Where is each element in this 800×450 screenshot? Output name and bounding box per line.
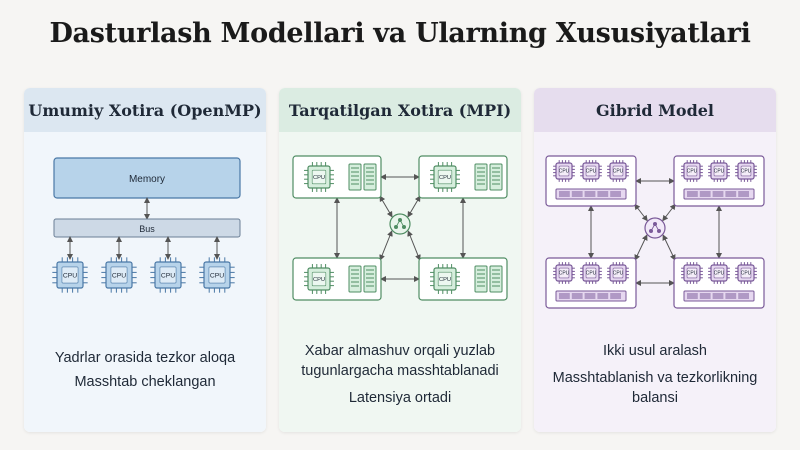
cpu-label: CPU [63,273,77,280]
cpu-icon: CPU [430,162,460,192]
page-title: Dasturlash Modellari va Ularning Xususiy… [49,18,751,49]
connection-arrow [407,195,421,218]
panel-heading-shared-memory: Umumiy Xotira (OpenMP) [24,88,266,132]
cpu-icon: CPU [607,160,629,182]
cpu-4-icon: CPU [199,257,235,293]
panel-body-distributed-memory: CPU CPU CPU CPU Xabar almashuv orqali yuzla… [279,132,521,432]
hybrid-node-2: CPU CPU CPU [673,155,765,207]
shared-memory-line-2: Masshtab cheklangan [74,374,216,390]
memory-module-icon [474,265,488,293]
cpu-label: CPU [613,271,624,277]
network-switch-icon [389,213,411,235]
panel-body-hybrid: CPU CPU CPU CPU CPU CPU CPU CPU CPU CPU CPU CPU Ikk… [534,132,776,432]
connection-arrow [662,203,676,222]
cpu-label: CPU [714,271,725,277]
compute-node-4: CPU [418,257,508,301]
cpu-1-icon: CPU [52,257,88,293]
cpu-label: CPU [313,175,325,181]
cpu-label: CPU [741,271,752,277]
shared-memory-diagram: Memory Bus CPU CPU CPU CPU [52,157,241,293]
hybrid-line-1: Ikki usul aralash [603,343,707,359]
cpu-label: CPU [586,271,597,277]
distributed-links [334,174,466,282]
cpu-icon: CPU [304,264,334,294]
distributed-line-2: Latensiya ortadi [348,390,452,406]
memory-module-icon [683,188,755,200]
memory-module-icon [489,163,503,191]
distributed-memory-diagram: CPU CPU CPU CPU [292,155,508,301]
hybrid-line-2: Masshtablanish va tezkorlikning balansi [552,370,758,406]
cpu-label: CPU [559,169,570,175]
connection-arrow [407,230,421,261]
memory-module-icon [555,188,627,200]
connection-arrow [379,230,393,261]
memory-module-icon [489,265,503,293]
cpu-icon: CPU [553,160,575,182]
memory-module-icon [348,265,362,293]
cpu-label: CPU [687,169,698,175]
cpu-label: CPU [439,175,451,181]
bus-label: Bus [139,224,155,234]
memory-label: Memory [129,174,165,185]
cpu-icon: CPU [735,262,757,284]
hybrid-node-3: CPU CPU CPU [545,257,637,309]
cpu-icon: CPU [735,160,757,182]
cpu-icon: CPU [708,160,730,182]
cpu-label: CPU [112,273,126,280]
hybrid-links [588,178,722,286]
cpu-icon: CPU [708,262,730,284]
cpu-label: CPU [613,169,624,175]
distributed-nodes: CPU CPU CPU CPU [292,155,508,301]
memory-module-icon [555,290,627,302]
cpu-label: CPU [559,271,570,277]
cpu-3-icon: CPU [150,257,186,293]
memory-module-icon [363,265,377,293]
hybrid-nodes: CPU CPU CPU CPU CPU CPU CPU CPU CPU CPU CPU CPU [545,155,765,309]
cpu-icon: CPU [681,262,703,284]
panel-heading-distributed-memory: Tarqatilgan Xotira (MPI) [279,88,521,132]
network-switch-icon [644,217,666,239]
cpu-label: CPU [210,273,224,280]
connection-arrow [662,234,676,261]
bus-block [53,218,241,238]
memory-module-icon [683,290,755,302]
cpu-icon: CPU [430,264,460,294]
hybrid-node-1: CPU CPU CPU [545,155,637,207]
hybrid-diagram: CPU CPU CPU CPU CPU CPU CPU CPU CPU CPU CPU CPU [545,155,765,309]
cpu-label: CPU [714,169,725,175]
compute-node-3: CPU [292,257,382,301]
connection-arrow [634,234,648,261]
connection-arrow [379,195,393,218]
cpu-2-icon: CPU [101,257,137,293]
hybrid-node-4: CPU CPU CPU [673,257,765,309]
panel-body-shared-memory: Memory Bus CPU CPU CPU CPU Yadrlar orasida … [24,132,266,432]
panel-distributed-memory: Tarqatilgan Xotira (MPI) CPU CPU CPU CPU Xa… [279,88,521,432]
memory-module-icon [348,163,362,191]
cpu-icon: CPU [580,160,602,182]
panel-heading-hybrid: Gibrid Model [534,88,776,132]
cpu-label: CPU [687,271,698,277]
cpu-icon: CPU [607,262,629,284]
cpu-icon: CPU [553,262,575,284]
cpu-row: CPU CPU CPU CPU [52,257,235,293]
connection-arrow [634,203,648,222]
cpu-icon: CPU [580,262,602,284]
compute-node-2: CPU [418,155,508,199]
cpu-label: CPU [313,277,325,283]
cpu-label: CPU [586,169,597,175]
memory-module-icon [363,163,377,191]
cpu-label: CPU [741,169,752,175]
distributed-line-1: Xabar almashuv orqali yuzlab tugunlargac… [301,343,499,379]
memory-module-icon [474,163,488,191]
shared-memory-line-1: Yadrlar orasida tezkor aloqa [54,350,236,366]
cpu-label: CPU [161,273,175,280]
cpu-icon: CPU [681,160,703,182]
cpu-icon: CPU [304,162,334,192]
cpu-label: CPU [439,277,451,283]
compute-node-1: CPU [292,155,382,199]
